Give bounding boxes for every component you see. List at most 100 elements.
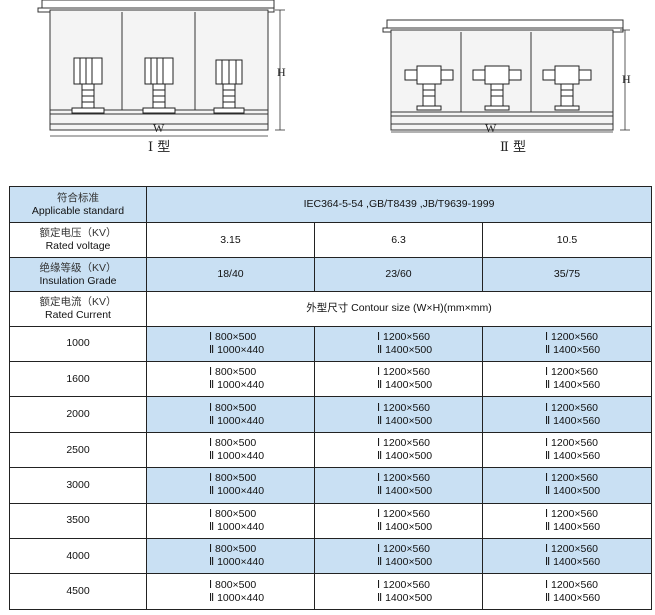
height-label: H bbox=[277, 65, 286, 79]
spec-table: 符合标准 Applicable standard IEC364-5-54 ,GB… bbox=[9, 185, 653, 610]
voltage-value: 3.15 bbox=[146, 222, 315, 258]
contour-size-line: Ⅰ 1200×560 bbox=[545, 330, 599, 343]
diagram-type-2: W H Ⅱ 型 bbox=[375, 0, 640, 160]
current-label-cn: 额定电流（KV） bbox=[39, 295, 117, 308]
contour-size-line: Ⅰ 1200×560 bbox=[377, 330, 431, 343]
contour-size-line: Ⅱ 1400×560 bbox=[545, 450, 601, 463]
contour-size-line: Ⅱ 1400×500 bbox=[377, 520, 433, 533]
rated-current-value: 2500 bbox=[9, 431, 147, 469]
contour-size-line: Ⅰ 800×500 bbox=[209, 578, 257, 591]
contour-size-line: Ⅰ 800×500 bbox=[209, 472, 257, 485]
contour-size-line: Ⅱ 1400×560 bbox=[545, 556, 601, 569]
contour-size-line: Ⅰ 1200×560 bbox=[545, 366, 599, 379]
contour-size-line: Ⅰ 1200×560 bbox=[377, 578, 431, 591]
voltage-label-en: Rated voltage bbox=[45, 240, 111, 253]
insulation-label-en: Insulation Grade bbox=[39, 274, 117, 287]
width-label: W bbox=[153, 121, 165, 135]
insulation-label-cn: 绝缘等级（KV） bbox=[39, 261, 117, 274]
contour-size-header: 外型尺寸 Contour size (W×H)(mm×mm) bbox=[145, 291, 653, 327]
contour-size-line: Ⅱ 1400×500 bbox=[377, 343, 433, 356]
contour-size-line: Ⅰ 1200×560 bbox=[545, 401, 599, 414]
contour-size-line: Ⅰ 1200×560 bbox=[377, 437, 431, 450]
rated-current-value: 1600 bbox=[9, 361, 147, 398]
contour-size-line: Ⅱ 1000×440 bbox=[209, 343, 265, 356]
contour-size-line: Ⅰ 1200×560 bbox=[377, 401, 431, 414]
diagram-caption: Ⅰ 型 bbox=[148, 140, 171, 155]
contour-size-line: Ⅰ 800×500 bbox=[209, 543, 257, 556]
contour-size-line: Ⅱ 1400×500 bbox=[377, 591, 433, 604]
contour-size-line: Ⅰ 800×500 bbox=[209, 366, 257, 379]
contour-size-line: Ⅰ 1200×560 bbox=[545, 437, 599, 450]
diagram-caption: Ⅱ 型 bbox=[500, 140, 526, 155]
contour-size-line: Ⅱ 1000×440 bbox=[209, 591, 265, 604]
contour-size-line: Ⅱ 1400×560 bbox=[545, 343, 601, 356]
contour-size-line: Ⅰ 1200×560 bbox=[545, 472, 599, 485]
busbar-enclosure-drawing-1 bbox=[37, 0, 285, 137]
contour-size-line: Ⅱ 1400×500 bbox=[377, 450, 433, 463]
insulation-label: 绝缘等级（KV） Insulation Grade bbox=[9, 256, 147, 293]
insulation-value: 23/60 bbox=[314, 256, 483, 293]
standard-label-en: Applicable standard bbox=[31, 204, 125, 217]
voltage-value: 6.3 bbox=[314, 222, 483, 258]
contour-size-line: Ⅱ 1400×560 bbox=[545, 379, 601, 392]
contour-size-line: Ⅱ 1400×560 bbox=[545, 520, 601, 533]
contour-size-line: Ⅱ 1000×440 bbox=[209, 485, 265, 498]
rated-current-value: 4500 bbox=[9, 573, 147, 610]
contour-size-line: Ⅱ 1400×500 bbox=[377, 556, 433, 569]
rated-current-value: 3500 bbox=[9, 502, 147, 540]
width-label: W bbox=[485, 121, 497, 135]
standard-label-cn: 符合标准 bbox=[57, 191, 99, 204]
contour-size-line: Ⅰ 1200×560 bbox=[545, 507, 599, 520]
rated-current-value: 3000 bbox=[9, 467, 147, 504]
voltage-value: 10.5 bbox=[481, 222, 653, 258]
contour-size-line: Ⅰ 1200×560 bbox=[377, 472, 431, 485]
contour-size-line: Ⅰ 1200×560 bbox=[377, 507, 431, 520]
busbar-enclosure-drawing-2 bbox=[382, 19, 630, 133]
contour-size-line: Ⅱ 1400×560 bbox=[545, 591, 601, 604]
height-label: H bbox=[622, 72, 631, 86]
contour-size-line: Ⅱ 1400×500 bbox=[545, 485, 601, 498]
contour-size-line: Ⅱ 1000×440 bbox=[209, 520, 265, 533]
contour-size-line: Ⅰ 1200×560 bbox=[377, 366, 431, 379]
contour-size-line: Ⅰ 1200×560 bbox=[377, 543, 431, 556]
current-label: 额定电流（KV） Rated Current bbox=[9, 291, 147, 327]
rated-current-value: 4000 bbox=[9, 538, 147, 575]
contour-size-line: Ⅱ 1400×500 bbox=[377, 414, 433, 427]
standard-label: 符合标准 Applicable standard bbox=[9, 185, 147, 224]
standard-value: IEC364-5-54 ,GB/T8439 ,JB/T9639-1999 bbox=[145, 185, 653, 224]
contour-size-line: Ⅱ 1400×500 bbox=[377, 485, 433, 498]
contour-size-line: Ⅰ 1200×560 bbox=[545, 578, 599, 591]
contour-size-line: Ⅱ 1000×440 bbox=[209, 379, 265, 392]
insulation-value: 35/75 bbox=[481, 256, 653, 293]
voltage-label-cn: 额定电压（KV） bbox=[39, 227, 117, 240]
contour-size-line: Ⅰ 800×500 bbox=[209, 401, 257, 414]
voltage-label: 额定电压（KV） Rated voltage bbox=[9, 222, 147, 258]
contour-size-line: Ⅰ 1200×560 bbox=[545, 543, 599, 556]
contour-size-line: Ⅱ 1000×440 bbox=[209, 414, 265, 427]
